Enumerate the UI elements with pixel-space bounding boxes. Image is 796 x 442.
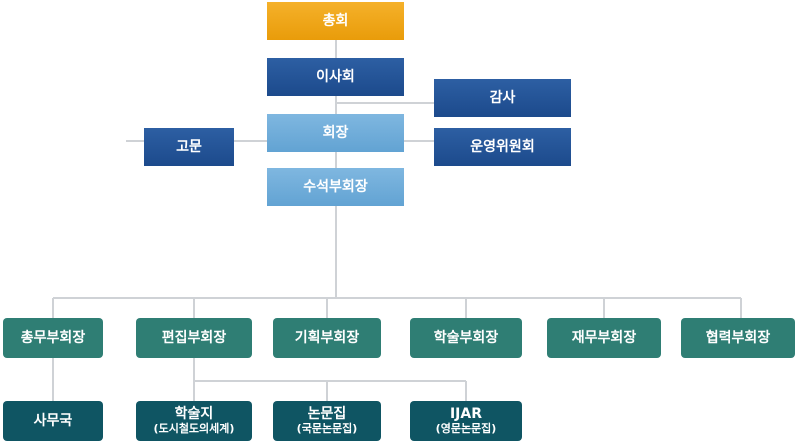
general-assembly-label: 총회 bbox=[322, 12, 349, 29]
board-label: 이사회 bbox=[316, 68, 355, 85]
secretariat-label: 사무국 bbox=[33, 412, 73, 429]
vice-chair-label: 협력부회장 bbox=[705, 329, 771, 346]
senior-vice-chair-label: 수석부회장 bbox=[303, 178, 368, 195]
board-box: 이사회 bbox=[267, 58, 404, 96]
advisor-box: 고문 bbox=[144, 128, 234, 166]
proceedings-label: 논문집 bbox=[307, 406, 347, 423]
vice-chair-label: 학술부회장 bbox=[433, 329, 499, 346]
vice-chair-box-general-affairs: 총무부회장 bbox=[3, 318, 103, 358]
vice-chair-box-planning: 기획부회장 bbox=[273, 318, 381, 358]
journal-sublabel: (도시철도의세계) bbox=[153, 422, 235, 436]
vice-chair-box-academic: 학술부회장 bbox=[410, 318, 522, 358]
proceedings-sublabel: (국문논문집) bbox=[296, 422, 358, 436]
auditor-box: 감사 bbox=[434, 79, 571, 117]
chairman-label: 회장 bbox=[322, 124, 349, 141]
vice-chair-box-finance: 재무부회장 bbox=[547, 318, 661, 358]
vice-chair-label: 재무부회장 bbox=[571, 329, 637, 346]
vice-chair-box-cooperation: 협력부회장 bbox=[681, 318, 795, 358]
general-assembly-box: 총회 bbox=[267, 2, 404, 40]
auditor-label: 감사 bbox=[489, 89, 516, 106]
vice-chair-label: 기획부회장 bbox=[294, 329, 360, 346]
ijar-sublabel: (영문논문집) bbox=[435, 422, 497, 436]
vice-chair-label: 총무부회장 bbox=[20, 329, 86, 346]
steering-committee-label: 운영위원회 bbox=[470, 138, 535, 155]
ijar-label: IJAR bbox=[449, 406, 483, 423]
secretariat-box: 사무국 bbox=[3, 401, 103, 441]
vice-chair-box-editorial: 편집부회장 bbox=[136, 318, 252, 358]
senior-vice-chair-box: 수석부회장 bbox=[267, 168, 404, 206]
chairman-box: 회장 bbox=[267, 114, 404, 152]
journal-label: 학술지 bbox=[174, 406, 214, 423]
advisor-label: 고문 bbox=[176, 138, 202, 155]
ijar-box: IJAR (영문논문집) bbox=[410, 401, 522, 441]
proceedings-box: 논문집 (국문논문집) bbox=[273, 401, 381, 441]
vice-chair-label: 편집부회장 bbox=[161, 329, 227, 346]
steering-committee-box: 운영위원회 bbox=[434, 128, 571, 166]
journal-box: 학술지 (도시철도의세계) bbox=[136, 401, 252, 441]
